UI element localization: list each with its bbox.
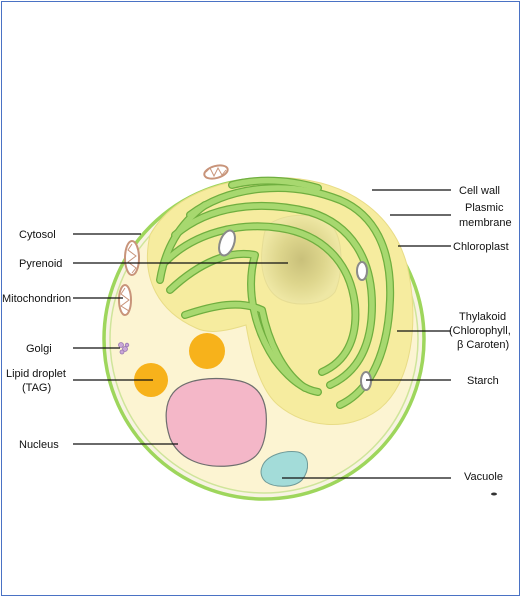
label-plasmic-membrane-line1: Plasmic	[465, 202, 504, 214]
mitochondrion	[124, 240, 140, 276]
thylakoid-membranes	[156, 176, 395, 409]
label-starch: Starch	[467, 375, 499, 387]
left-labels: Cytosol Pyrenoid Mitochondrion Golgi Lip…	[2, 229, 71, 451]
mitochondrion	[203, 164, 229, 180]
label-mitochondrion: Mitochondrion	[2, 293, 71, 305]
starch-grains	[218, 229, 372, 391]
label-thylakoid-line1: Thylakoid	[459, 311, 506, 323]
label-thylakoid-line2: (Chlorophyll,	[449, 325, 511, 337]
nucleus	[165, 377, 267, 467]
label-cell-wall: Cell wall	[459, 185, 500, 197]
stray-mark	[491, 492, 497, 496]
leader-lines	[73, 189, 451, 479]
label-vacuole: Vacuole	[464, 471, 503, 483]
mitochondrion	[118, 284, 132, 316]
mitochondria	[118, 164, 229, 316]
label-thylakoid-line3: β Caroten)	[457, 339, 509, 351]
label-lipid-droplet-line2: (TAG)	[22, 382, 51, 394]
starch-grain	[356, 261, 368, 281]
lipid-droplet	[189, 333, 225, 369]
label-chloroplast: Chloroplast	[453, 241, 509, 253]
starch-grain	[218, 229, 236, 257]
label-golgi: Golgi	[26, 343, 52, 355]
label-pyrenoid: Pyrenoid	[19, 258, 62, 270]
label-lipid-droplet-line1: Lipid droplet	[6, 368, 66, 380]
right-labels: Cell wall Plasmic membrane Chloroplast T…	[449, 185, 512, 483]
golgi-apparatus	[118, 342, 130, 355]
label-cytosol: Cytosol	[19, 229, 56, 241]
label-plasmic-membrane-line2: membrane	[459, 217, 512, 229]
starch-grain	[360, 371, 372, 391]
label-nucleus: Nucleus	[19, 439, 59, 451]
